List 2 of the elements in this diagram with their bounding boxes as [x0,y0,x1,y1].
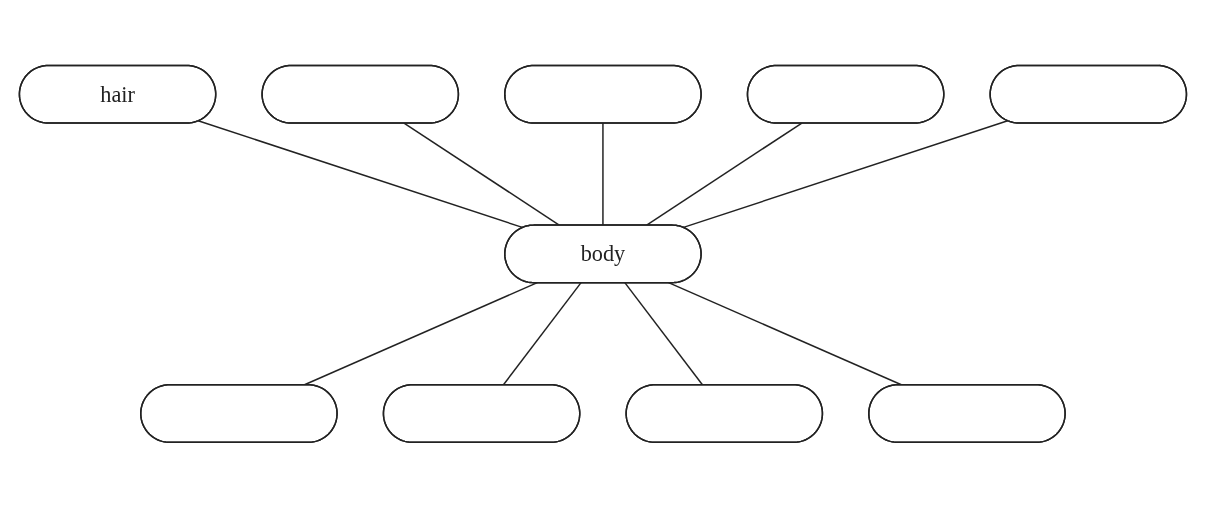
oval-node: body [504,224,702,283]
oval-node: hair [18,64,217,124]
